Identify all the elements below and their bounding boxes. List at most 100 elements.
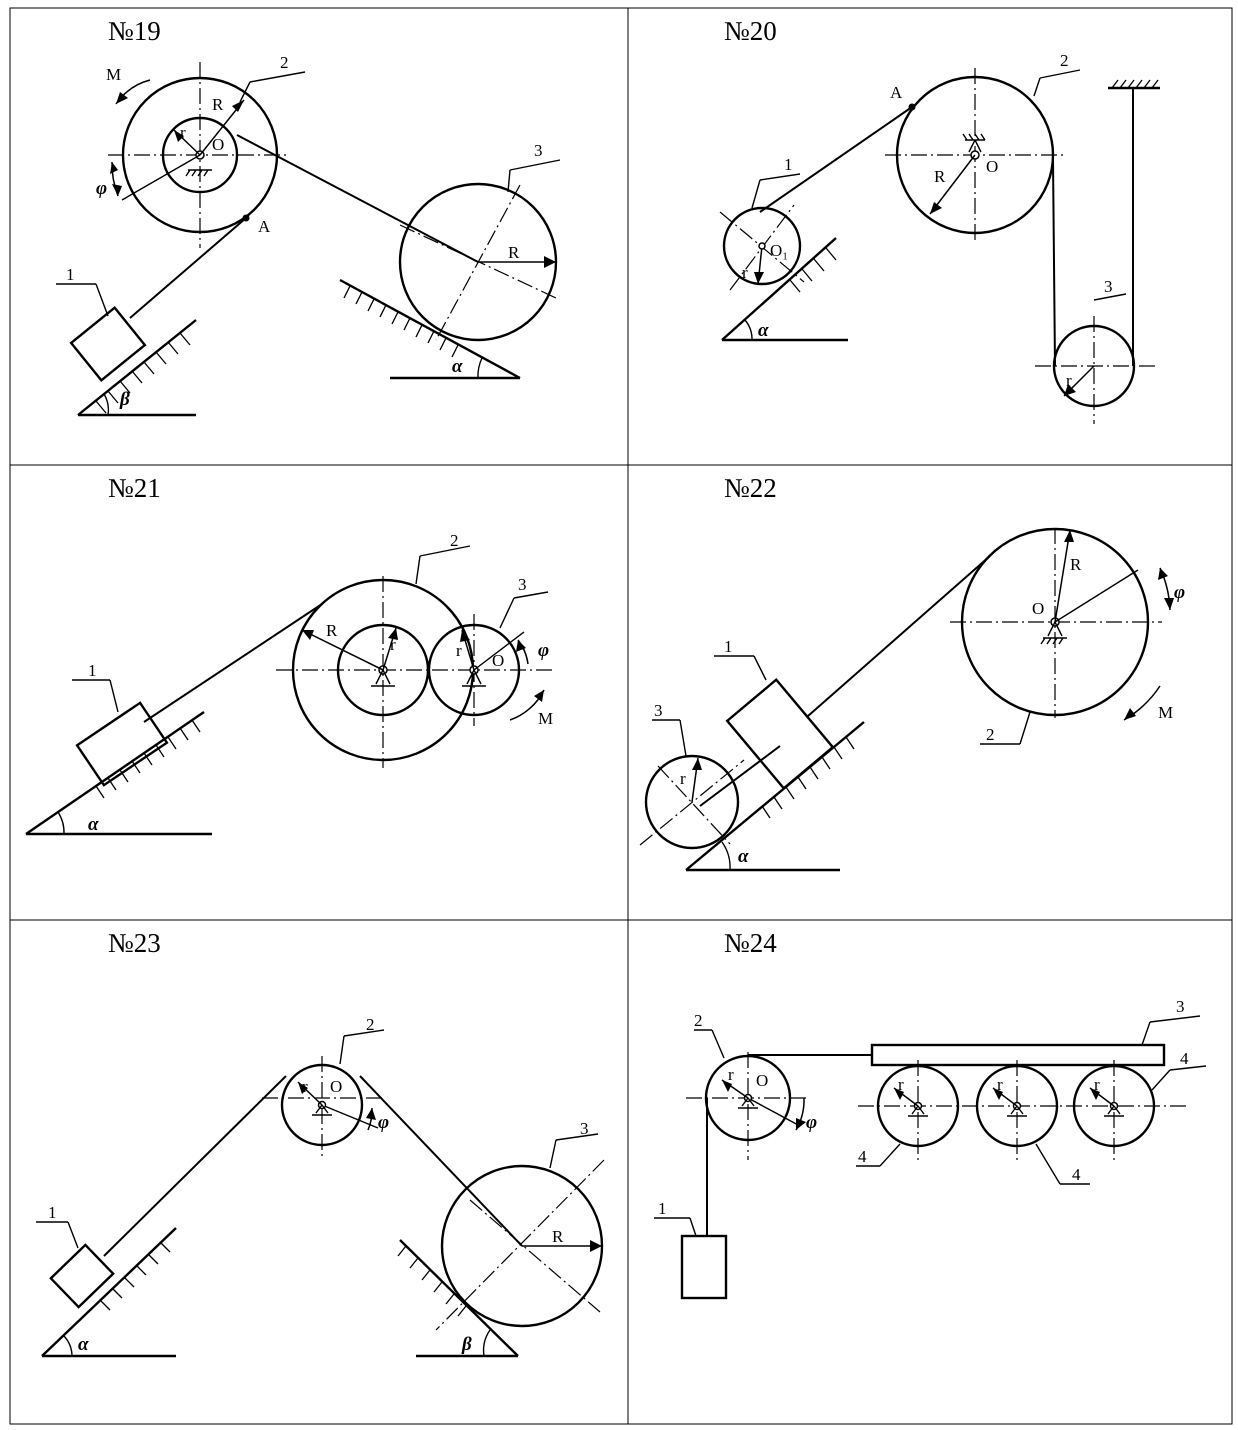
pulley-2 (262, 1056, 385, 1158)
body-1-label: 1 (724, 637, 733, 656)
block-1 (75, 701, 169, 787)
O-label: O (212, 135, 224, 154)
roller-4b (975, 1060, 1059, 1160)
block-1 (725, 678, 835, 790)
point-A-label: A (258, 217, 271, 236)
body-3-label: 3 (518, 575, 527, 594)
angle-beta-label: β (119, 389, 130, 410)
incline-beta: β (397, 1239, 519, 1358)
block-1 (680, 1234, 728, 1300)
ceiling-support (1108, 79, 1160, 90)
panel-22-title: №22 (724, 473, 777, 503)
moment-M-label: M (1158, 703, 1173, 722)
incline-alpha: α (339, 278, 521, 380)
r-label: r (390, 635, 396, 654)
body-3-label: 3 (1176, 997, 1185, 1016)
angle-alpha-label: α (758, 320, 769, 341)
panel-grid (9, 7, 1233, 1425)
angle-phi-label: φ (378, 1112, 389, 1133)
O1-label: O₁ (770, 241, 788, 260)
disk-1 (719, 204, 805, 291)
disk-3 (435, 1159, 605, 1331)
panel-21-title: №21 (108, 473, 161, 503)
angle-alpha-label: α (88, 814, 99, 835)
O-label: O (1032, 599, 1044, 618)
body-3-label: 3 (1104, 277, 1113, 296)
panel-20-title: №20 (724, 16, 777, 46)
panel-24: №24 3 r O φ 2 1 (654, 928, 1207, 1300)
body-1-label: 1 (66, 265, 75, 284)
moment-M-label: M (106, 65, 121, 84)
angle-alpha-label: α (78, 1334, 89, 1355)
r-label: r (680, 769, 686, 788)
R-label: R (212, 95, 224, 114)
roller-4a (876, 1060, 960, 1160)
incline-alpha: α (41, 1227, 177, 1358)
incline-alpha: α (25, 711, 212, 836)
angle-phi-label: φ (538, 640, 549, 661)
body-3-label: 3 (534, 141, 543, 160)
r-label-4a: r (898, 1075, 904, 1094)
moment-M-label: M (538, 709, 553, 728)
O-label: O (986, 157, 998, 176)
block-1 (49, 1243, 115, 1309)
r-label: r (742, 263, 748, 282)
panel-19: №19 β 1 A (56, 16, 561, 417)
R-label: R (934, 167, 946, 186)
angle-alpha-label: α (738, 846, 749, 867)
angle-beta-label: β (461, 1334, 472, 1355)
panel-19-title: №19 (108, 16, 161, 46)
body-2-label: 2 (1060, 51, 1069, 70)
O-label: O (756, 1071, 768, 1090)
angle-phi-label: φ (806, 1112, 817, 1133)
r-label: r (180, 123, 186, 142)
body-1-label: 1 (88, 661, 97, 680)
panel-23-title: №23 (108, 928, 161, 958)
rope-top (807, 555, 991, 717)
body-3-label: 3 (654, 701, 663, 720)
body-4-label-right: 4 (1180, 1049, 1189, 1068)
angle-alpha-label: α (452, 356, 463, 377)
body-1-label: 1 (658, 1199, 667, 1218)
panel-24-title: №24 (724, 928, 777, 958)
angle-phi-label: φ (1174, 582, 1185, 603)
incline-beta: β (77, 319, 197, 417)
panel-23: №23 α 1 r O (36, 928, 605, 1358)
r-label-3: r (456, 641, 462, 660)
disk-3 (398, 182, 558, 342)
pulley-2 (276, 576, 554, 768)
r-label-4b: r (997, 1075, 1003, 1094)
r-label: r (728, 1065, 734, 1084)
incline-alpha: α (685, 721, 865, 872)
R-label: R (326, 621, 338, 640)
panel-22: №22 R O φ M 2 1 (639, 473, 1185, 872)
disk3-R-label: R (508, 243, 520, 262)
pulley-2 (686, 1052, 808, 1160)
disk3-R-label: R (552, 1227, 564, 1246)
disk-3 (639, 754, 745, 850)
R-label: R (1070, 555, 1082, 574)
disk-3 (1035, 316, 1155, 424)
body-2-label: 2 (450, 531, 459, 550)
body-3-label: 3 (580, 1119, 589, 1138)
O-label: O (492, 651, 504, 670)
body-2-label: 2 (280, 53, 289, 72)
panel-21: №21 α 1 (25, 473, 554, 836)
r-label-4c: r (1094, 1075, 1100, 1094)
block-1 (69, 306, 147, 382)
body-1-label: 1 (48, 1203, 57, 1222)
rope-bottom (699, 745, 781, 807)
body-2-label: 2 (694, 1011, 703, 1030)
r-label: r (302, 1077, 308, 1096)
body-4-label-left: 4 (858, 1147, 867, 1166)
body-2-label: 2 (366, 1015, 375, 1034)
rope (129, 217, 247, 319)
panel-20: №20 R O 2 A O₁ r 1 (719, 16, 1160, 424)
r-label-3: r (1066, 371, 1072, 390)
plank-3 (870, 1043, 1166, 1067)
body-2-label: 2 (986, 725, 995, 744)
body-4-label-mid: 4 (1072, 1165, 1081, 1184)
point-A-label: A (890, 83, 903, 102)
O-label: O (330, 1077, 342, 1096)
